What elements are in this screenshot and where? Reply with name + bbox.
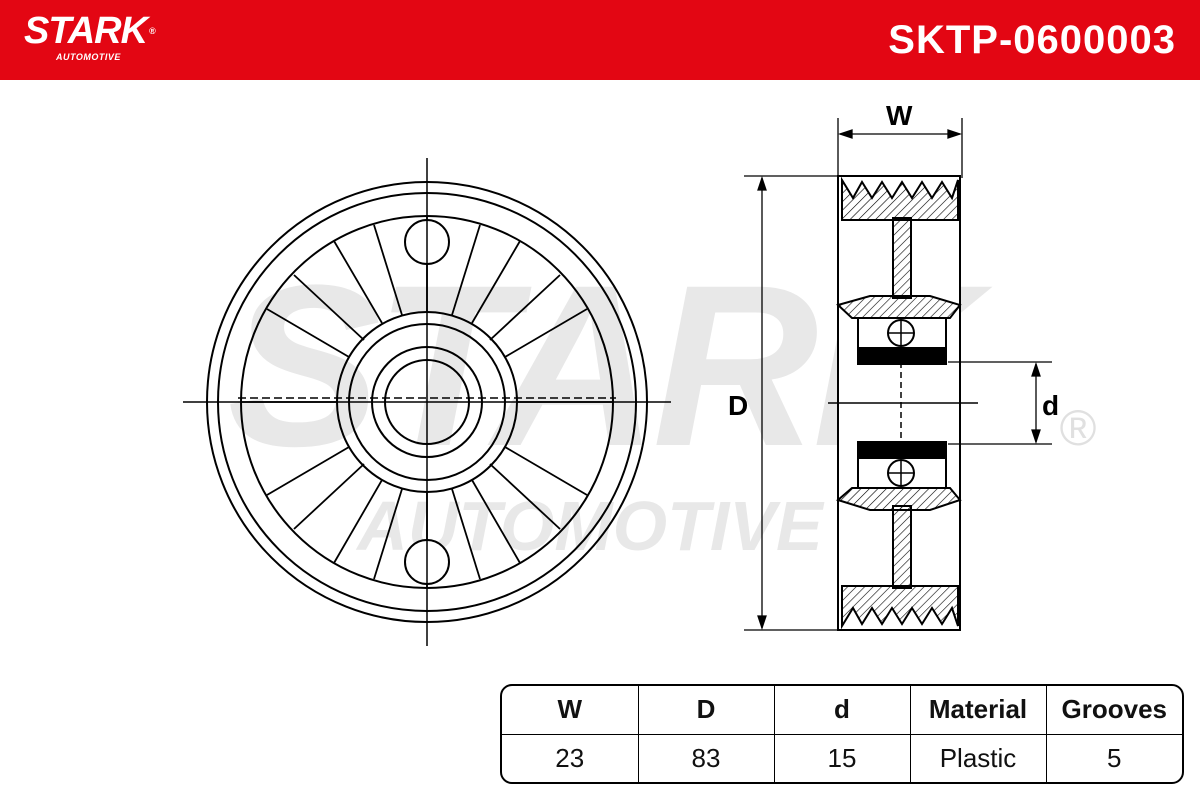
header-bar: STARK® AUTOMOTIVE SKTP-0600003 [0, 0, 1200, 80]
dimension-label-w: W [886, 100, 913, 131]
center-lines [183, 158, 671, 646]
spec-value-row: 23 83 15 Plastic 5 [502, 734, 1182, 782]
brand-logo: STARK® AUTOMOTIVE [24, 10, 156, 62]
part-number: SKTP-0600003 [888, 18, 1176, 62]
hub-bottom [835, 487, 962, 511]
brand-subtitle: AUTOMOTIVE [56, 52, 121, 62]
brand-name: STARK [24, 10, 148, 52]
spec-header-grooves: Grooves [1046, 686, 1182, 735]
web-bottom [892, 505, 912, 589]
spec-value-d: 15 [774, 734, 911, 782]
hub-top [836, 295, 962, 319]
bearing-inner-race-top [857, 347, 947, 365]
spec-header-D: D [638, 686, 775, 735]
side-view [828, 175, 978, 631]
dimension-lines [744, 118, 1052, 631]
spec-value-w: 23 [502, 734, 639, 782]
grooves-bottom [841, 585, 959, 630]
registered-mark: ® [149, 26, 156, 36]
spec-table: W D d Material Grooves 23 83 15 Plastic … [500, 684, 1184, 784]
spec-value-grooves: 5 [1107, 742, 1122, 773]
bearing-inner-race-bottom [857, 441, 947, 459]
dimension-label-d: d [1042, 390, 1060, 421]
spec-header-d: d [774, 686, 911, 735]
dimension-label-D: D [728, 390, 749, 421]
spec-value-D: 83 [638, 734, 775, 782]
spec-value-material: Plastic [910, 734, 1047, 782]
spec-header-w: W [502, 686, 639, 735]
spec-header-material: Material [910, 686, 1047, 735]
front-view [183, 158, 671, 646]
web-top [892, 217, 912, 299]
pulley-drawing [183, 118, 1052, 646]
spec-header-row: W D d Material Grooves [502, 686, 1182, 735]
grooves-top [841, 176, 959, 221]
